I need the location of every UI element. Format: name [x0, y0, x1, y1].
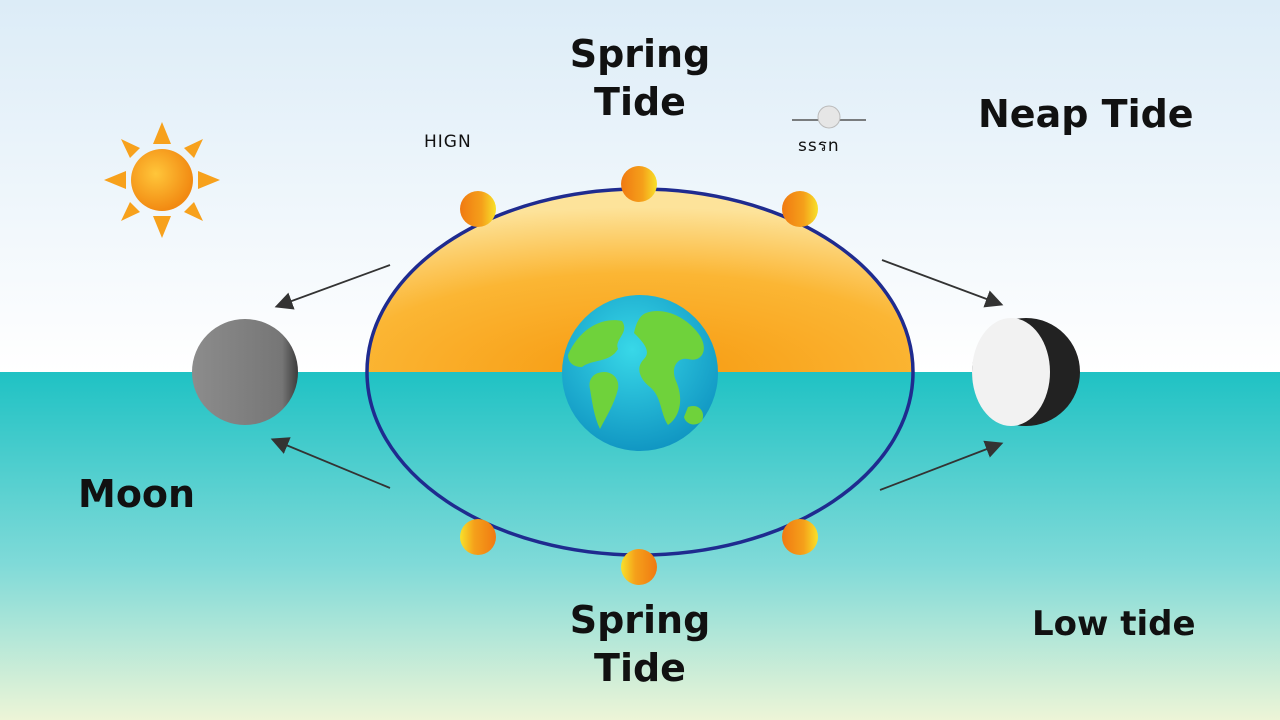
- orbit-moon: [460, 166, 818, 585]
- arrow: [270, 437, 391, 489]
- arrow: [881, 259, 1004, 308]
- new-moon-icon: [972, 318, 1080, 426]
- earth-icon: [562, 295, 718, 451]
- spring-tide-top-label: Spring Tide: [540, 30, 740, 126]
- low-tide-label: Low tide: [1032, 604, 1196, 644]
- sun-icon: [104, 122, 220, 238]
- small-moon-icon: [792, 105, 866, 129]
- arrow: [274, 264, 391, 310]
- spring-tide-bottom-line1: Spring: [569, 598, 711, 642]
- spring-tide-bottom-label: Spring Tide: [540, 596, 740, 692]
- tidal-bulge: [367, 189, 913, 372]
- spring-tide-top-line1: Spring: [569, 32, 711, 76]
- full-moon-icon: [192, 319, 298, 425]
- high-label: HIGN: [424, 132, 472, 152]
- arrow: [879, 440, 1004, 491]
- spring-tide-top-line2: Tide: [594, 80, 686, 124]
- spring-tide-bottom-line2: Tide: [594, 646, 686, 690]
- moon-label: Moon: [78, 472, 196, 516]
- small-right-label: ssรn: [798, 136, 840, 156]
- neap-tide-label: Neap Tide: [978, 92, 1194, 136]
